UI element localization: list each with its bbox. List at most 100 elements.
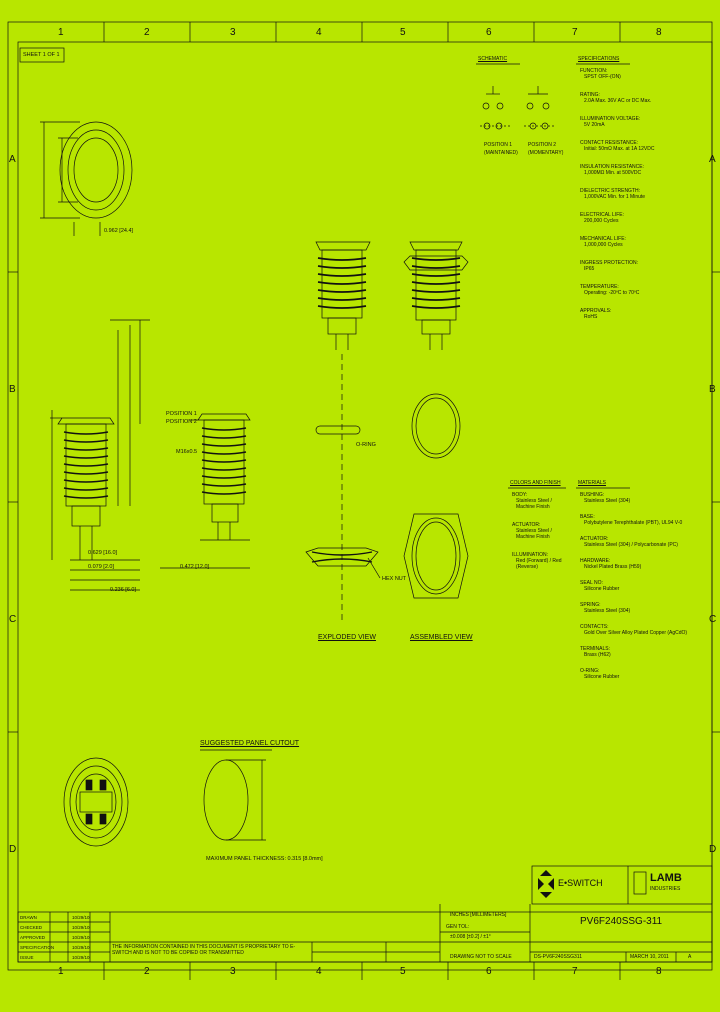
material-item-key: HARDWARE: xyxy=(580,558,611,564)
grid-col-2-bottom: 2 xyxy=(144,966,150,977)
spec-item: CONTACT RESISTANCE:Initial: 50mΩ Max. at… xyxy=(580,140,710,152)
material-item-value: Gold Over Silver Alloy Plated Copper (Ag… xyxy=(584,630,688,636)
eswitch-logo-icon xyxy=(538,870,554,898)
grid-row-c: C xyxy=(9,614,17,625)
sheet-number: SHEET 1 OF 1 xyxy=(23,52,60,58)
panel-cutout-label: SUGGESTED PANEL CUTOUT xyxy=(200,740,300,747)
material-item: SEAL NO:Silicone Rubber xyxy=(580,580,710,592)
drawing-date: MARCH 10, 2011 xyxy=(630,954,669,960)
specifications-list: FUNCTION:SPST OFF-(ON) RATING:2.0A Max. 3… xyxy=(580,68,710,332)
side-view-1 xyxy=(50,319,150,591)
material-item-value: Silicone Rubber xyxy=(584,674,620,680)
color-item-key: BODY: xyxy=(512,492,528,498)
grid-col-3: 3 xyxy=(230,27,236,38)
grid-col-3-bottom: 3 xyxy=(230,966,236,977)
spec-item: MECHANICAL LIFE:1,000,000 Cycles xyxy=(580,236,710,248)
schematic-pos2-sub: (MOMENTARY) xyxy=(528,150,564,156)
grid-row-d-right: D xyxy=(709,844,717,855)
grid-col-8: 8 xyxy=(656,27,662,38)
sheet-box xyxy=(19,47,65,63)
grid-col-7-bottom: 7 xyxy=(572,966,578,977)
lamb-brand-sub: INDUSTRIES xyxy=(650,886,681,892)
spec-item: DIELECTRIC STRENGTH:1,000VAC Min. for 1 … xyxy=(580,188,710,200)
schematic-pos2: POSITION 2 xyxy=(528,142,557,148)
material-item-key: CONTACTS: xyxy=(580,624,609,630)
material-item: ACTUATOR:Stainless Steel (304) / Polycar… xyxy=(580,536,710,548)
schematic-pos1-sub: (MAINTAINED) xyxy=(484,150,518,156)
drawing-number: DS-PV6F240SSG311 xyxy=(534,954,582,960)
dim-4: 0.472 [12.0] xyxy=(180,564,210,570)
material-item-key: O-RING: xyxy=(580,668,600,674)
grid-row-b: B xyxy=(9,384,16,395)
spec-item: ILLUMINATION VOLTAGE:5V 20mA xyxy=(580,116,710,128)
tolerance-label: GEN TOL: xyxy=(446,924,470,930)
spec-item-key: INGRESS PROTECTION: xyxy=(580,260,639,266)
spec-item-value: 5V 20mA xyxy=(584,122,605,128)
spec-item-key: FUNCTION: xyxy=(580,68,608,74)
spec-item-value: 1,000,000 Cycles xyxy=(584,242,623,248)
material-item-value: Polybutylene Terephthalate (PBT), UL94 V… xyxy=(584,520,683,526)
spec-item-value: 1,000VAC Min. for 1 Minute xyxy=(584,194,646,200)
panel-thickness-note: MAXIMUM PANEL THICKNESS: 0.315 [8.0mm] xyxy=(206,856,323,862)
grid-col-7: 7 xyxy=(572,27,578,38)
material-item-key: ACTUATOR: xyxy=(580,536,609,542)
grid-col-6: 6 xyxy=(486,27,492,38)
grid-ticks-top xyxy=(8,22,720,980)
color-item-value: Stainless Steel / Machine Finish xyxy=(516,528,552,540)
lamb-brand: LAMB xyxy=(650,872,682,884)
spec-item: FUNCTION:SPST OFF-(ON) xyxy=(580,68,710,80)
spec-item-value: 2.0A Max. 36V AC or DC Max. xyxy=(584,98,652,104)
spec-item-key: ELECTRICAL LIFE: xyxy=(580,212,624,218)
position1-callout: POSITION 1 xyxy=(166,411,197,417)
material-item: TERMINALS:Brass (H62) xyxy=(580,646,710,658)
material-item: HARDWARE:Nickel Plated Brass (H59) xyxy=(580,558,710,570)
schematic-title: SCHEMATIC xyxy=(478,56,508,62)
spec-item: INSULATION RESISTANCE:1,000MΩ Min. at 50… xyxy=(580,164,710,176)
grid-row-d: D xyxy=(9,844,17,855)
spec-item-key: CONTACT RESISTANCE: xyxy=(580,140,639,146)
color-item: ACTUATOR:Stainless Steel / Machine Finis… xyxy=(512,522,572,540)
material-item-key: SEAL NO: xyxy=(580,580,603,586)
spec-item-value: IP65 xyxy=(584,266,595,272)
spec-item-value: SPST OFF-(ON) xyxy=(584,74,621,80)
spec-item: TEMPERATURE:Operating: -20ºC to 70ºC xyxy=(580,284,710,296)
material-item: BASE:Polybutylene Terephthalate (PBT), U… xyxy=(580,514,710,526)
spec-item-value: Operating: -20ºC to 70ºC xyxy=(584,290,640,296)
material-item-value: Nickel Plated Brass (H59) xyxy=(584,564,642,570)
hexnut-callout: HEX NUT xyxy=(382,576,407,582)
specifications-title: SPECIFICATIONS xyxy=(578,56,620,62)
material-item-key: TERMINALS: xyxy=(580,646,611,652)
grid-col-2: 2 xyxy=(144,27,150,38)
material-item-value: Stainless Steel (304) / Polycarbonate (P… xyxy=(584,542,678,548)
color-item: BODY:Stainless Steel / Machine Finish xyxy=(512,492,572,510)
history-date: 10/29/10 xyxy=(72,915,90,920)
material-item-key: SPRING: xyxy=(580,602,601,608)
colors-finish-title: COLORS AND FINISH xyxy=(510,480,561,486)
spec-item-key: TEMPERATURE: xyxy=(580,284,619,290)
dim-1: 0.962 [24.4] xyxy=(104,228,134,234)
material-item-value: Stainless Steel (304) xyxy=(584,608,631,614)
material-item: O-RING:Silicone Rubber xyxy=(580,668,710,680)
exploded-view-label: EXPLODED VIEW xyxy=(318,634,376,641)
history-key: APPROVED xyxy=(20,935,46,940)
eswitch-brand: E•SWITCH xyxy=(558,878,603,888)
spec-item-key: RATING: xyxy=(580,92,600,98)
spec-item-key: MECHANICAL LIFE: xyxy=(580,236,626,242)
spec-item: APPROVALS:RoHS xyxy=(580,308,710,320)
material-item-value: Silicone Rubber xyxy=(584,586,620,592)
schematic-pos1: POSITION 1 xyxy=(484,142,513,148)
history-key: CHECKED xyxy=(20,925,43,930)
history-date: 10/29/10 xyxy=(72,945,90,950)
grid-row-a: A xyxy=(9,154,16,165)
position2-callout: POSITION 2 xyxy=(166,419,197,425)
front-ring-view xyxy=(40,121,133,236)
drawing-note: DRAWING NOT TO SCALE xyxy=(450,954,512,960)
grid-row-b-right: B xyxy=(709,384,716,395)
spec-item-key: INSULATION RESISTANCE: xyxy=(580,164,644,170)
